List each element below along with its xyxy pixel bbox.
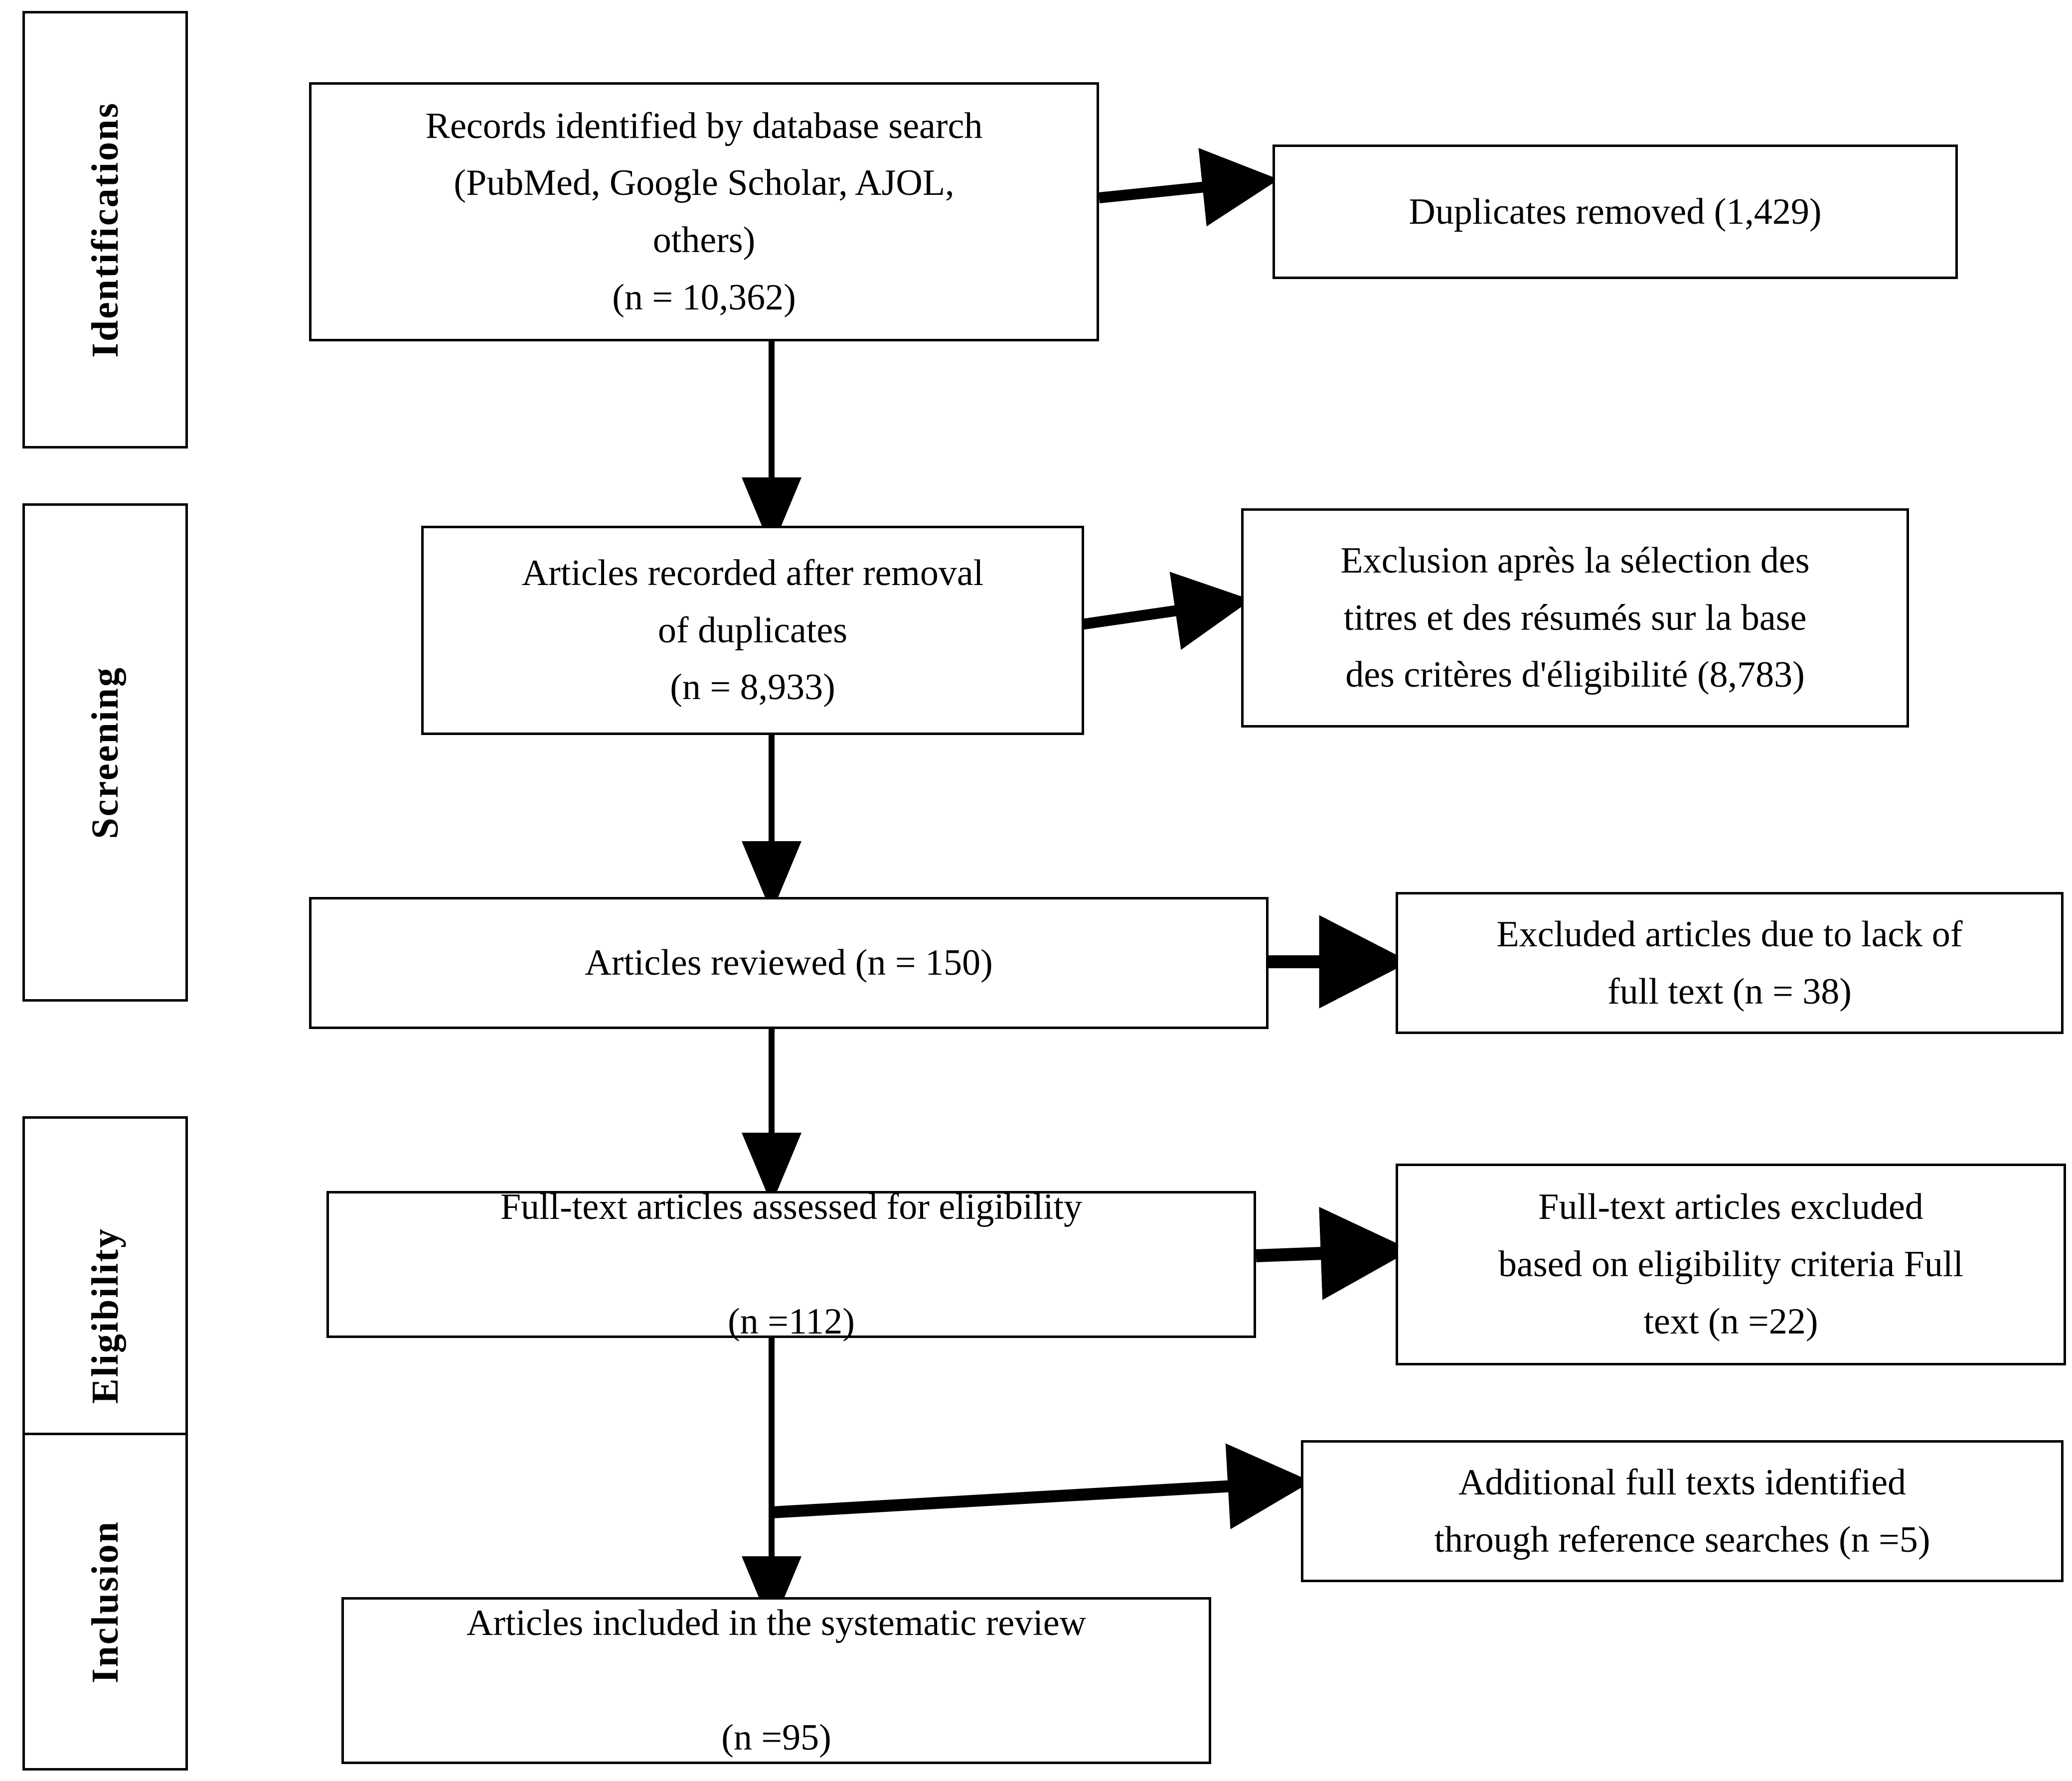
arrow-dedup-to-exclusion [1081,572,1252,650]
box-excluded-title-abstract: Exclusion après la sélection des titres … [1241,508,1909,728]
stage-box-identification: Identifications [22,11,188,448]
box-records-identified-text: Records identified by database search (P… [425,105,983,318]
box-excluded-title-abstract-text: Exclusion après la sélection des titres … [1340,540,1810,696]
stage-label-screening: Screening [84,666,126,839]
box-full-text-excluded: Full-text articles excluded based on eli… [1396,1164,2066,1365]
box-full-text-assessed-text: Full-text articles assessed for eligibil… [500,1187,1083,1342]
box-excluded-no-full-text: Excluded articles due to lack of full te… [1396,892,2064,1034]
arrow-records-to-duplicates [1098,148,1279,227]
box-additional-full-texts: Additional full texts identified through… [1301,1440,2064,1582]
stage-box-screening: Screening [22,503,188,1002]
stage-label-eligibility: Eligibility [84,1227,126,1404]
box-articles-after-dedup-text: Articles recorded after removal of dupli… [521,552,984,708]
arrow-branch-to-additional-fulltexts [771,1443,1312,1529]
box-excluded-no-full-text-text: Excluded articles due to lack of full te… [1496,913,1963,1012]
box-articles-after-dedup: Articles recorded after removal of dupli… [421,526,1084,735]
stage-label-inclusion: Inclusion [84,1520,126,1683]
box-additional-full-texts-text: Additional full texts identified through… [1434,1462,1930,1560]
stage-box-inclusion: Inclusion [22,1433,188,1771]
box-articles-included-text: Articles included in the systematic revi… [466,1603,1087,1758]
box-full-text-excluded-text: Full-text articles excluded based on eli… [1498,1187,1964,1342]
box-full-text-assessed: Full-text articles assessed for eligibil… [326,1187,1256,1342]
arrow-fulltext-to-excluded [1256,1206,1412,1300]
box-duplicates-removed-text: Duplicates removed (1,429) [1409,191,1822,232]
box-duplicates-removed: Duplicates removed (1,429) [1273,145,1958,279]
box-records-identified: Records identified by database search (P… [309,82,1099,341]
box-articles-reviewed-text: Articles reviewed (n = 150) [585,942,993,984]
box-articles-included: Articles included in the systematic revi… [341,1597,1211,1764]
stage-label-identification: Identifications [84,102,126,358]
box-articles-reviewed: Articles reviewed (n = 150) [309,897,1269,1029]
